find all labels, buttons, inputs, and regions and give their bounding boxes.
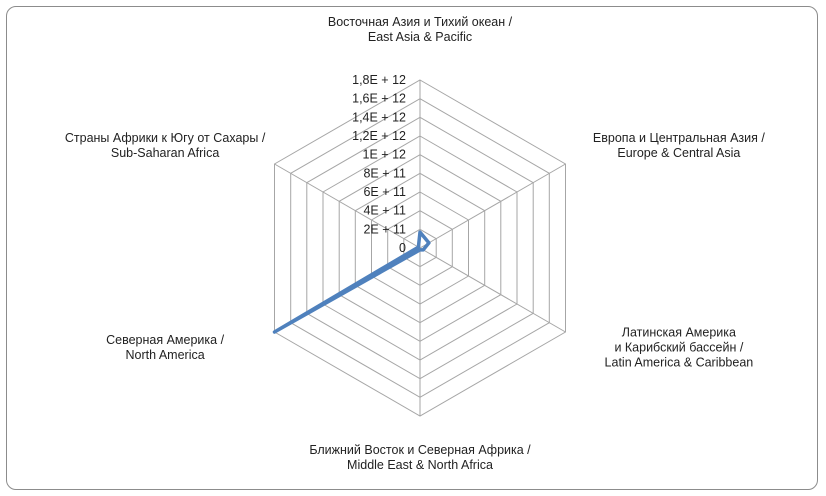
data-point-0: [418, 230, 422, 234]
data-point-5: [417, 245, 420, 249]
category-label-4: Северная Америка /North America: [106, 333, 224, 362]
category-label-5: Страны Африки к Югу от Сахары /Sub-Sahar…: [65, 131, 266, 160]
category-labels: Восточная Азия и Тихий океан /East Asia …: [65, 15, 766, 472]
radar-grid: [274, 79, 566, 417]
spoke-1: [419, 163, 566, 249]
spoke-5: [274, 163, 421, 249]
chart-frame: [6, 6, 818, 490]
tick-label-9: 1,8E + 12: [352, 73, 406, 87]
series-layer: [272, 230, 431, 334]
spoke-2: [419, 247, 566, 333]
tick-label-1: 2E + 11: [363, 222, 406, 236]
tick-label-3: 6E + 11: [363, 185, 406, 199]
tick-label-6: 1,2E + 12: [352, 129, 406, 143]
data-point-3: [418, 248, 422, 252]
data-point-4: [273, 330, 276, 334]
tick-label-4: 8E + 11: [363, 166, 406, 180]
category-label-0: Восточная Азия и Тихий океан /East Asia …: [328, 15, 513, 44]
data-point-1: [427, 241, 431, 245]
tick-label-7: 1,4E + 12: [352, 110, 406, 124]
tick-label-2: 4E + 11: [363, 204, 406, 218]
tick-label-5: 1E + 12: [363, 148, 406, 162]
tick-label-0: 0: [399, 241, 406, 255]
category-label-3: Ближний Восток и Северная Африка /Middle…: [309, 443, 531, 472]
data-point-2: [422, 248, 425, 252]
category-label-1: Европа и Центральная Азия /Europe & Cent…: [593, 131, 765, 160]
tick-labels: 0 2E + 11 4E + 11 6E + 11 8E + 11 1E + 12 1,2E…: [352, 73, 406, 255]
tick-label-8: 1,6E + 12: [352, 92, 406, 106]
